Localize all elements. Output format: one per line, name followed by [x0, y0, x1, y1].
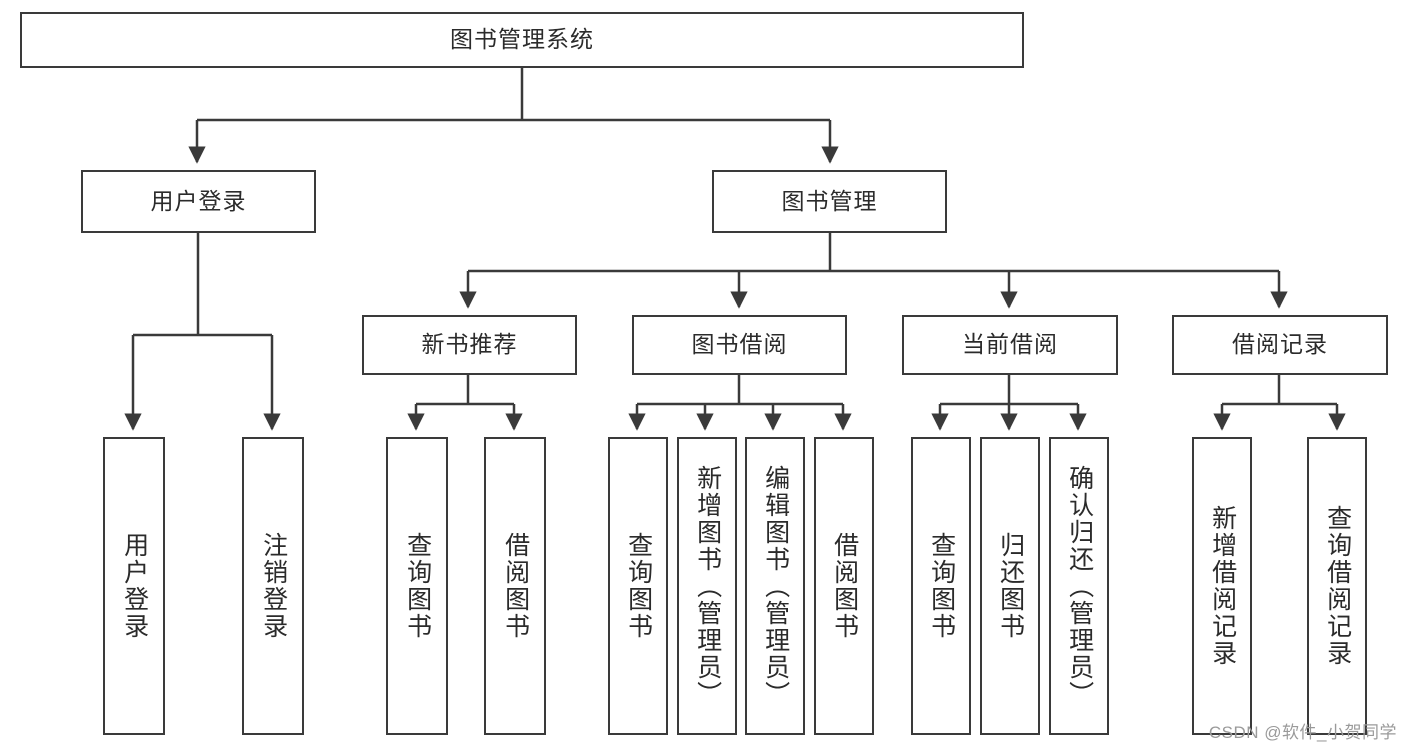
- csdn-watermark: CSDN @软件_小贺同学: [1208, 723, 1397, 742]
- node-label: 借阅记录: [1232, 331, 1328, 358]
- node-leaf-return-book[interactable]: 归还图书: [980, 437, 1040, 735]
- node-label: 查询图书: [624, 532, 653, 640]
- node-label: 用户登录: [120, 532, 149, 640]
- node-user-login[interactable]: 用户登录: [81, 170, 316, 233]
- node-label: 借阅图书: [501, 532, 530, 640]
- node-label: 归还图书: [996, 532, 1025, 640]
- node-current-borrow[interactable]: 当前借阅: [902, 315, 1118, 375]
- node-label: 确认归还（管理员）: [1065, 464, 1094, 708]
- node-label: 编辑图书（管理员）: [761, 464, 790, 708]
- node-leaf-add-borrow-record[interactable]: 新增借阅记录: [1192, 437, 1252, 735]
- node-label: 查询图书: [403, 532, 432, 640]
- node-leaf-query-book-borrow[interactable]: 查询图书: [608, 437, 668, 735]
- node-label: 新增图书（管理员）: [693, 464, 722, 708]
- node-leaf-confirm-return-admin[interactable]: 确认归还（管理员）: [1049, 437, 1109, 735]
- node-leaf-logout[interactable]: 注销登录: [242, 437, 304, 735]
- node-label: 当前借阅: [962, 331, 1058, 358]
- node-label: 用户登录: [150, 187, 247, 214]
- node-leaf-borrow-book-new[interactable]: 借阅图书: [484, 437, 546, 735]
- node-label: 图书管理系统: [450, 26, 594, 53]
- node-leaf-add-book-admin[interactable]: 新增图书（管理员）: [677, 437, 737, 735]
- node-label: 注销登录: [259, 532, 288, 640]
- node-label: 查询图书: [927, 532, 956, 640]
- node-label: 新增借阅记录: [1208, 505, 1237, 667]
- node-leaf-edit-book-admin[interactable]: 编辑图书（管理员）: [745, 437, 805, 735]
- node-book-management[interactable]: 图书管理: [712, 170, 947, 233]
- node-leaf-query-book-current[interactable]: 查询图书: [911, 437, 971, 735]
- node-leaf-borrow-book[interactable]: 借阅图书: [814, 437, 874, 735]
- node-leaf-user-login[interactable]: 用户登录: [103, 437, 165, 735]
- node-label: 查询借阅记录: [1323, 505, 1352, 667]
- node-root-system[interactable]: 图书管理系统: [20, 12, 1024, 68]
- node-book-borrow[interactable]: 图书借阅: [632, 315, 847, 375]
- node-leaf-query-borrow-record[interactable]: 查询借阅记录: [1307, 437, 1367, 735]
- node-label: 图书管理: [781, 187, 878, 214]
- node-leaf-query-book-new[interactable]: 查询图书: [386, 437, 448, 735]
- node-borrow-record[interactable]: 借阅记录: [1172, 315, 1388, 375]
- node-label: 新书推荐: [421, 331, 518, 358]
- node-label: 借阅图书: [830, 532, 859, 640]
- node-new-book-recommend[interactable]: 新书推荐: [362, 315, 577, 375]
- node-label: 图书借阅: [691, 331, 788, 358]
